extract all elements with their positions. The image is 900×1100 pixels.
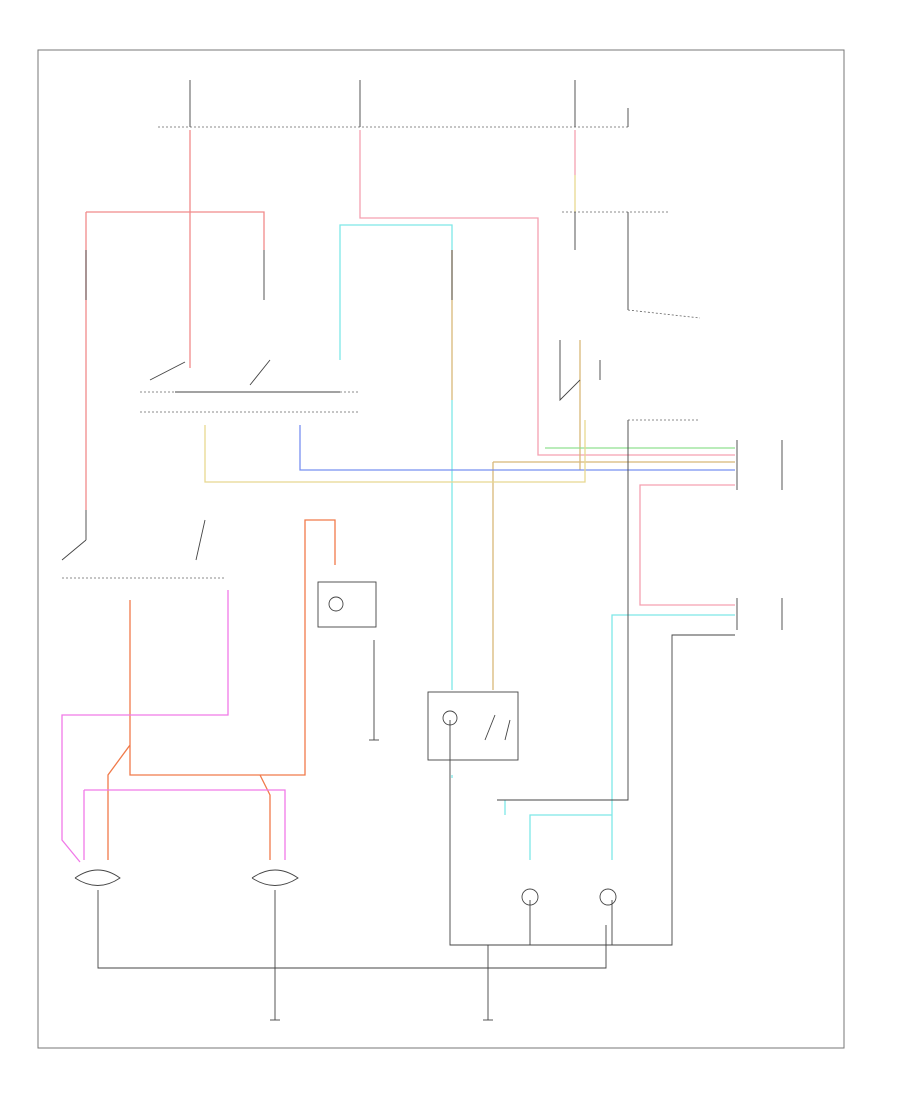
fog-relay xyxy=(559,211,701,421)
breaker-left xyxy=(85,250,453,300)
right-fog-lamp xyxy=(599,888,617,906)
wire-blue xyxy=(299,425,735,471)
wire-pink-center xyxy=(359,130,735,456)
wire-magenta xyxy=(61,590,286,863)
ground-network xyxy=(97,420,735,1020)
left-headlamp xyxy=(74,869,121,886)
wire-cyan-fog xyxy=(504,614,735,860)
connector-lower xyxy=(736,598,783,630)
connector-upper xyxy=(736,440,783,490)
fog-switch xyxy=(427,691,519,761)
wire-orange xyxy=(107,519,336,860)
wire-cyan xyxy=(339,224,453,778)
dimmer-switch xyxy=(61,510,225,579)
diagram-frame xyxy=(37,49,845,1049)
left-fog-lamp xyxy=(521,888,539,906)
wire-tan xyxy=(451,250,735,690)
headlamp-relay xyxy=(317,581,377,628)
wire-pink-right xyxy=(639,484,735,606)
wire-red-left xyxy=(85,130,265,510)
headlamp-switch xyxy=(140,359,360,413)
right-headlamp xyxy=(251,869,299,886)
wire-yellow xyxy=(204,420,586,483)
